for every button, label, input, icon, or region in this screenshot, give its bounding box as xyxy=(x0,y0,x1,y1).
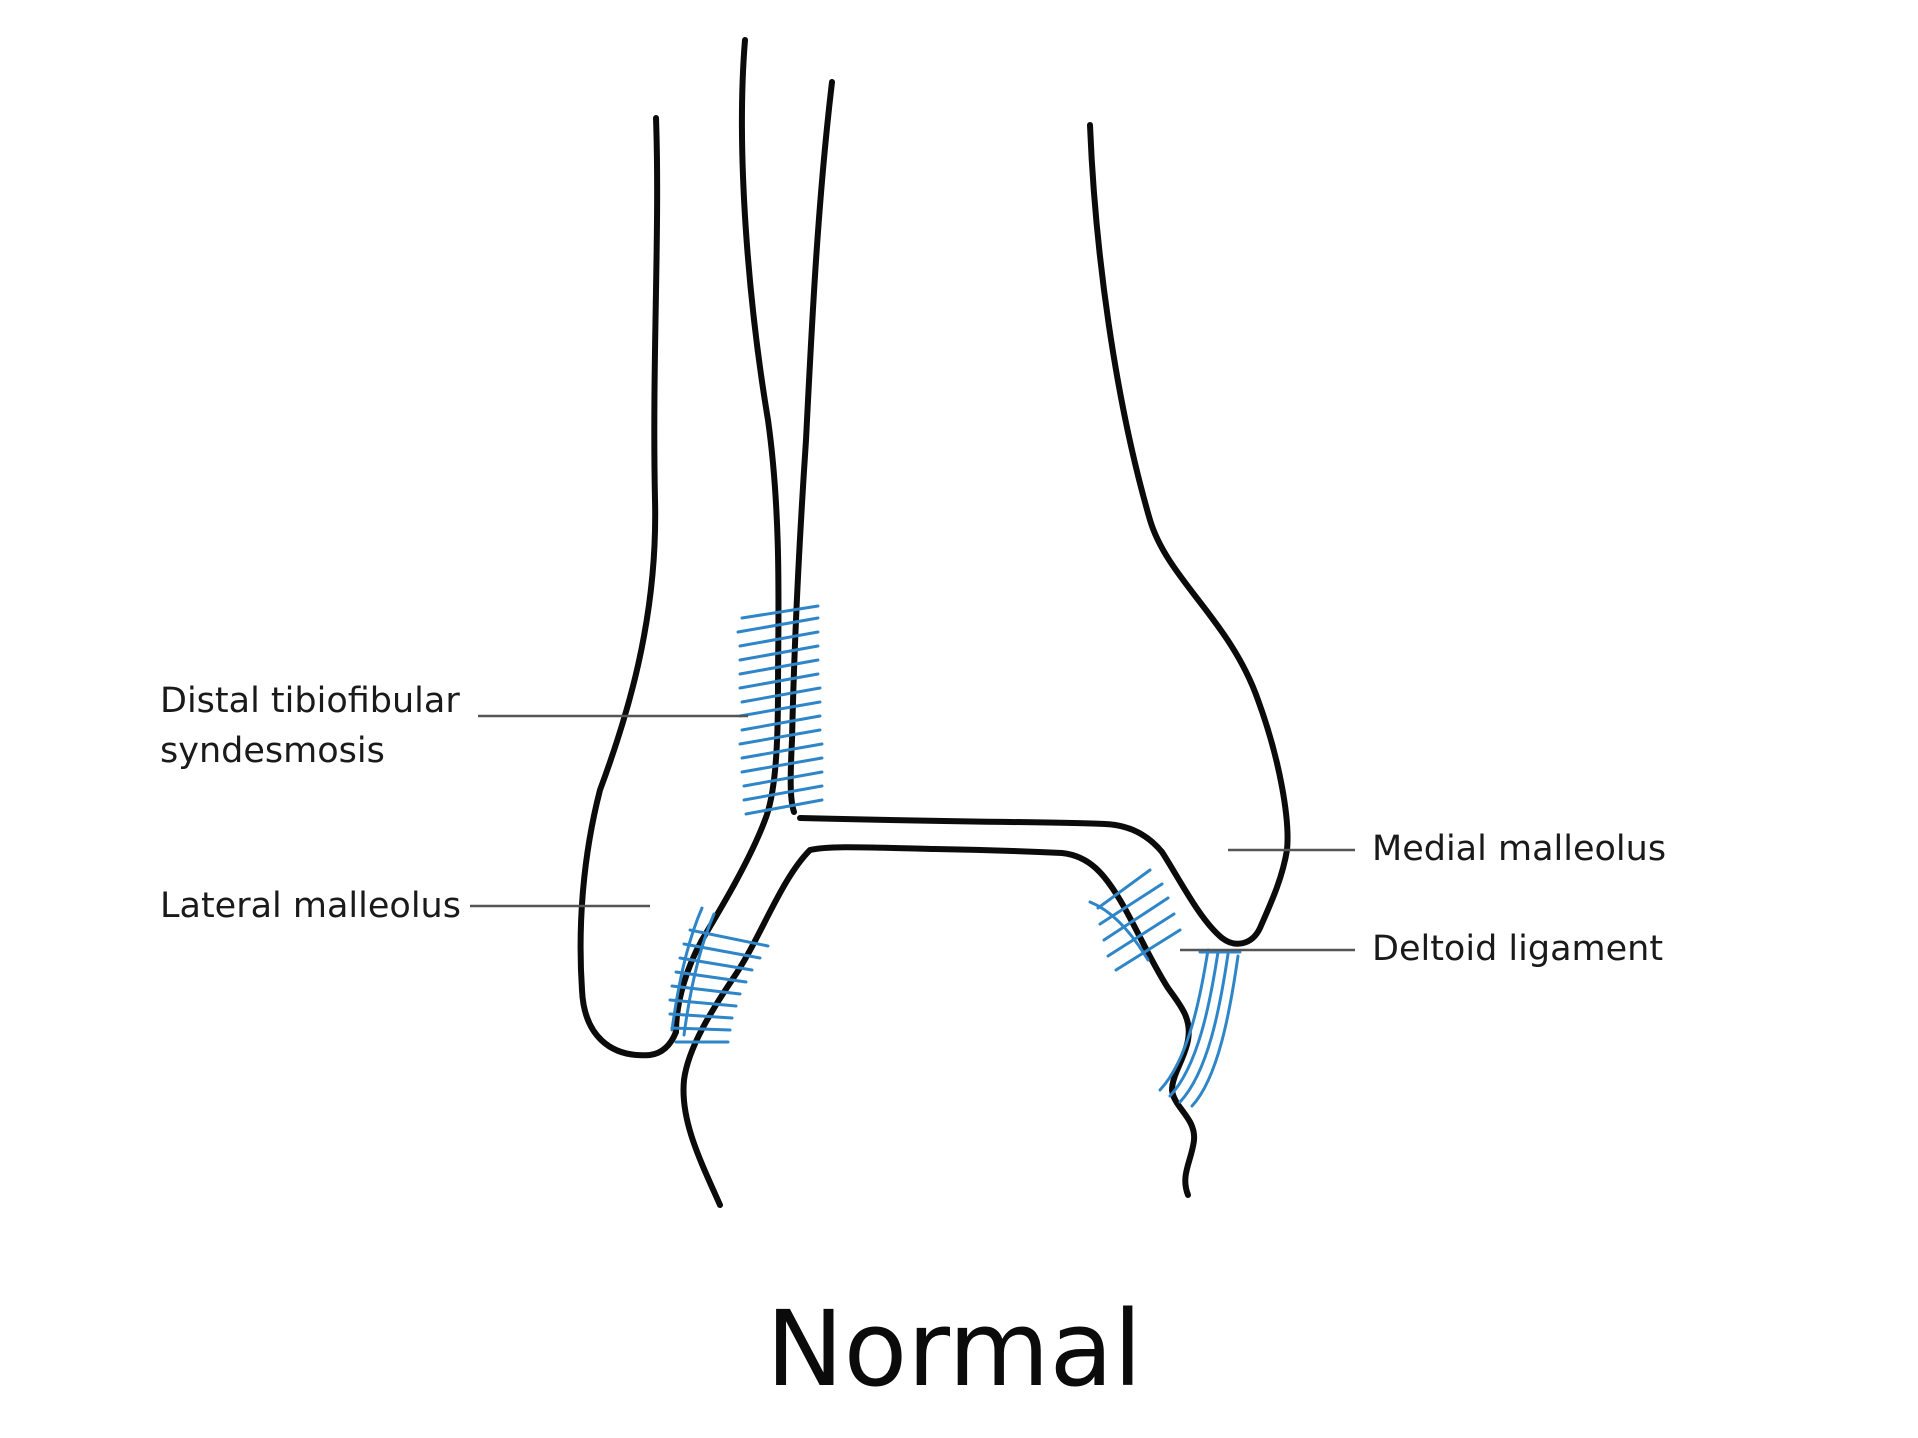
medial-ankle-ligament xyxy=(1088,868,1182,972)
tibia xyxy=(787,79,1291,947)
leader-lines xyxy=(470,714,1355,952)
syndesmosis-label-line2: syndesmosis xyxy=(160,731,385,771)
deltoid-ligament-label: Deltoid ligament xyxy=(1372,929,1663,969)
talus xyxy=(680,844,1198,1208)
syndesmosis-label-line1: Distal tibiofibular xyxy=(160,681,460,721)
syndesmosis-ligament xyxy=(736,604,824,816)
lateral-malleolus-label: Lateral malleolus xyxy=(160,886,461,926)
lateral-ankle-ligament xyxy=(668,906,770,1044)
diagram-caption: Normal xyxy=(766,1288,1142,1410)
fibula xyxy=(577,37,782,1059)
medial-malleolus-label: Medial malleolus xyxy=(1372,829,1666,869)
deltoid-ligament-fibers xyxy=(1158,948,1242,1108)
